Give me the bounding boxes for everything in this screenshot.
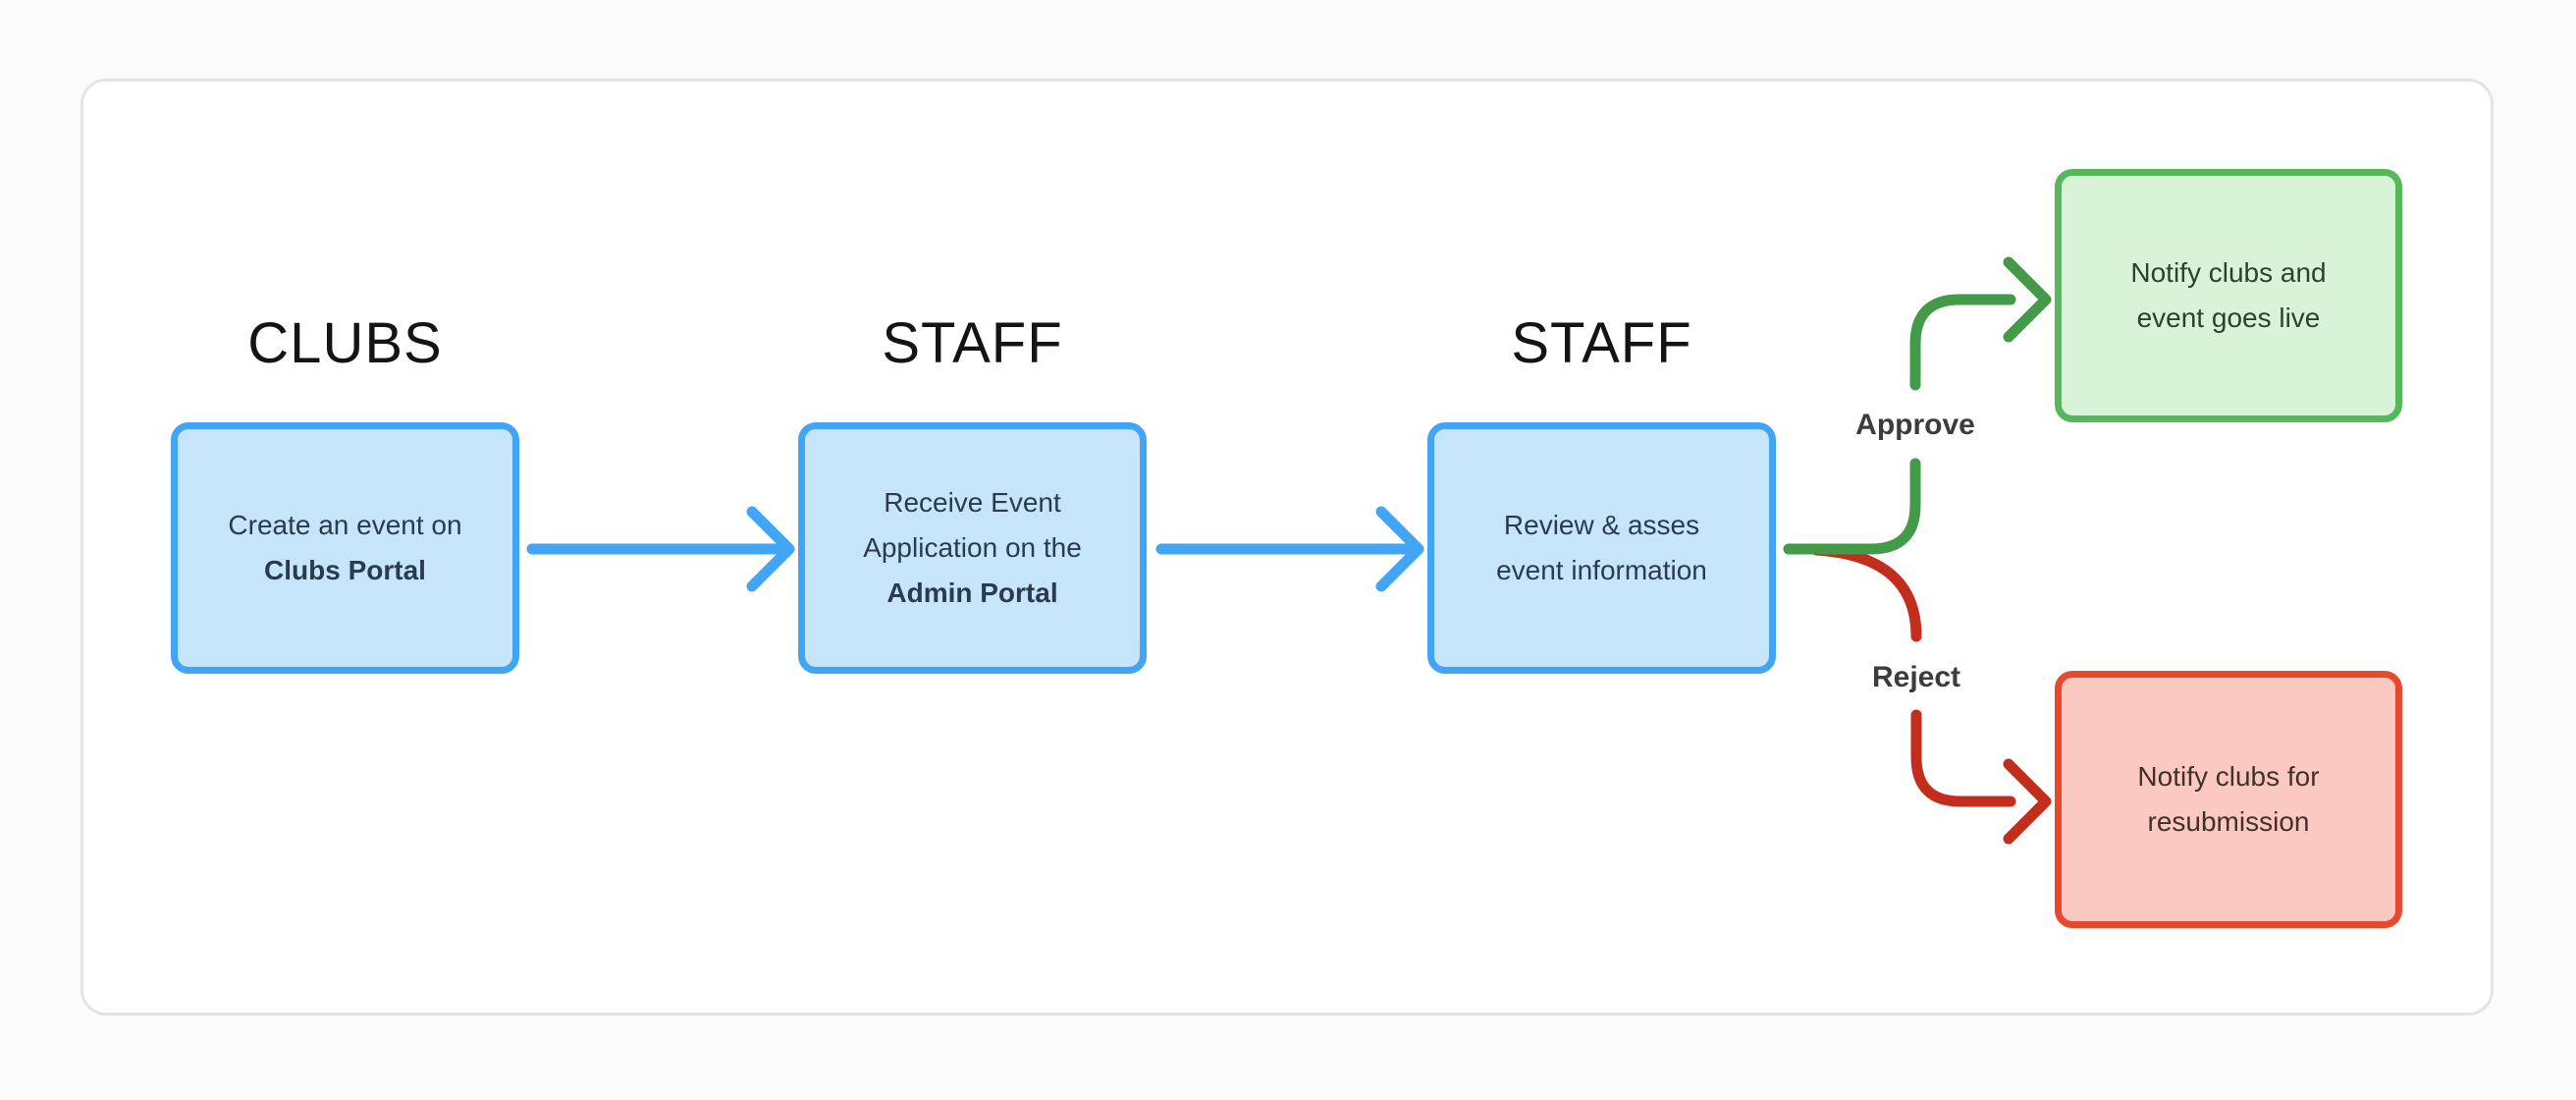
edge-label-approve: Approve — [1855, 409, 1975, 441]
node-text-line: event goes live — [2136, 302, 2321, 333]
node-text-line: Clubs Portal — [264, 555, 426, 585]
node-review-assess: Review & asses event information — [1427, 422, 1776, 674]
node-text-line: Application on the — [863, 532, 1082, 563]
node-text-line: Notify clubs and — [2130, 257, 2327, 288]
column-heading-clubs: CLUBS — [247, 311, 443, 375]
node-receive-application: Receive Event Application on the Admin P… — [798, 422, 1147, 674]
node-text-line: resubmission — [2147, 806, 2310, 837]
column-heading-staff-2: STAFF — [1511, 311, 1692, 375]
node-text-line: Review & asses — [1503, 510, 1700, 540]
edge-label-reject: Reject — [1871, 661, 1961, 693]
node-text-line: Create an event on — [228, 510, 462, 540]
column-heading-staff-1: STAFF — [882, 311, 1063, 375]
node-text-line: Receive Event — [884, 487, 1061, 518]
node-create-event: Create an event on Clubs Portal — [171, 422, 519, 674]
node-rejected-outcome: Notify clubs for resubmission — [2055, 671, 2402, 928]
node-text-line: Notify clubs for — [2137, 761, 2320, 792]
node-text-line: event information — [1496, 555, 1707, 585]
node-approved-outcome: Notify clubs and event goes live — [2055, 169, 2402, 422]
node-text-line: Admin Portal — [886, 578, 1058, 608]
